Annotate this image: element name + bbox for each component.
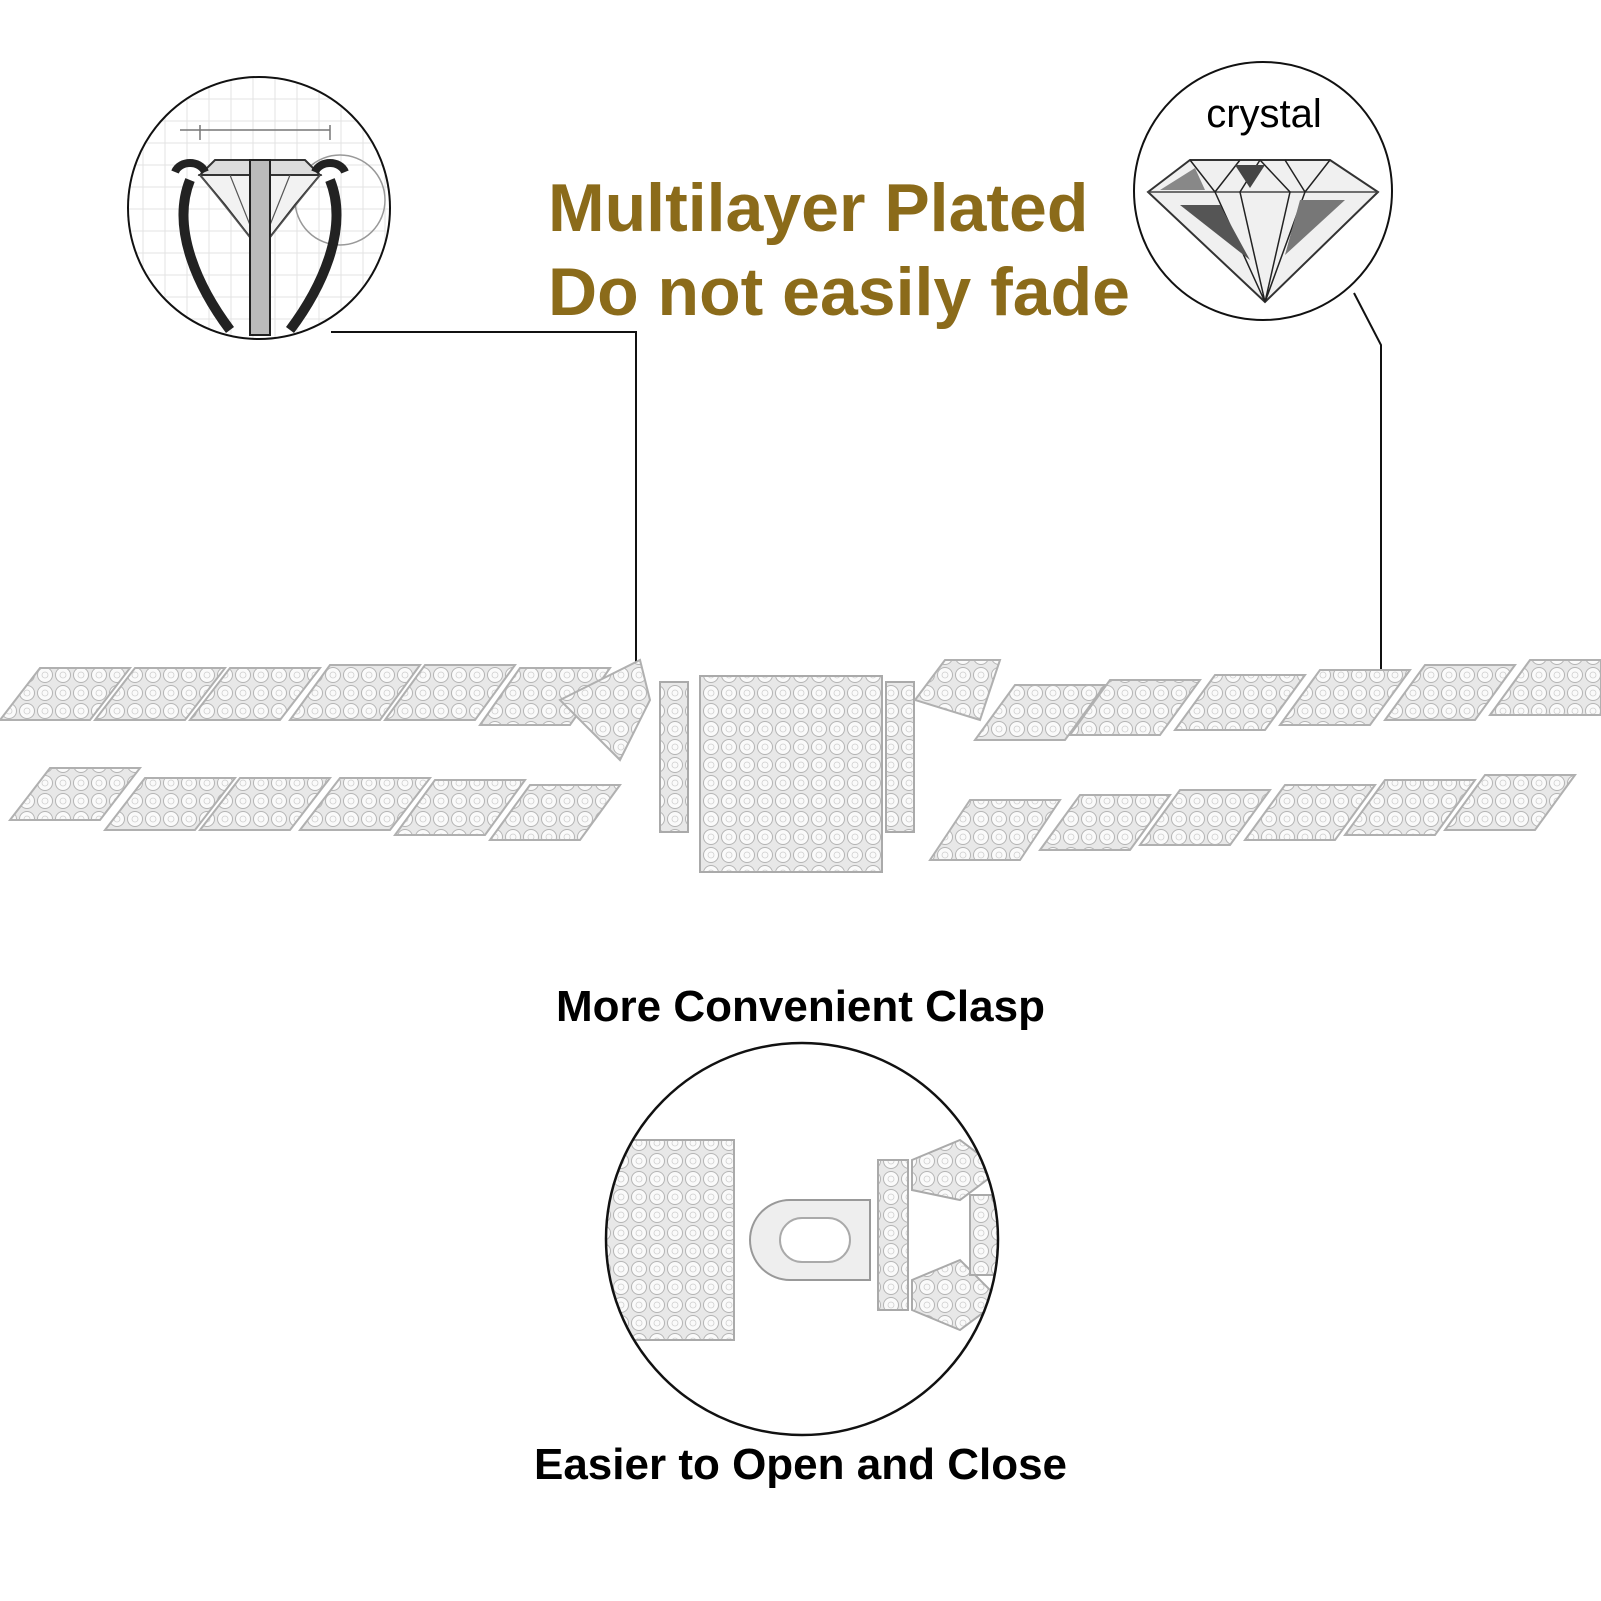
- clasp-title: More Convenient Clasp: [556, 982, 1045, 1031]
- leader-line-right: [1353, 292, 1382, 698]
- chain-clasp: [659, 675, 915, 873]
- diamond-icon: [1146, 159, 1380, 304]
- prong-setting-sketch: [127, 76, 391, 340]
- leader-line-left: [331, 331, 637, 688]
- crystal-label: crystal: [1206, 92, 1322, 136]
- crystal-callout: [1133, 61, 1393, 321]
- chain-links-left: [0, 658, 652, 841]
- cuban-link-chain: [0, 658, 1601, 873]
- clasp-detail: [604, 1041, 1000, 1437]
- headline-line-2: Do not easily fade: [548, 254, 1130, 330]
- chain-links-right: [913, 659, 1601, 861]
- headline-line-1: Multilayer Plated: [548, 170, 1089, 246]
- clasp-caption: Easier to Open and Close: [533, 1440, 1068, 1489]
